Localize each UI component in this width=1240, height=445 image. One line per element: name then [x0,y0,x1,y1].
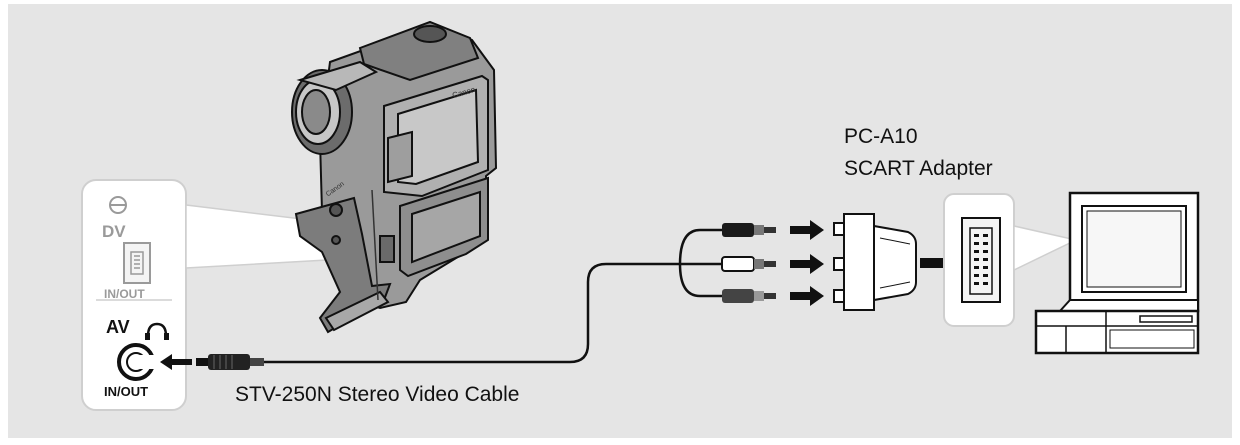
scart-socket-callout [943,193,1079,327]
rca-plug-bottom-icon [722,289,776,303]
rca-plug-middle-icon [721,256,776,272]
adapter-model-label: PC-A10 [844,125,918,148]
av-inout-label: IN/OUT [104,384,149,399]
av-terminal-label: AV [106,317,130,337]
arrow-into-av-jack-icon [160,354,192,370]
mini-plug-icon [196,354,264,370]
dv-inout-label: IN/OUT [104,287,145,301]
rca-plug-top-icon [722,223,776,237]
dv-port-icon [123,242,151,284]
arrow-to-adapter-icons [790,220,824,306]
dv-terminal-label: DV [102,222,126,241]
scart-pins [974,234,988,285]
adapter-name-label: SCART Adapter [844,157,993,180]
dv-symbol-icon [109,196,127,214]
av-jack-icon [117,343,156,381]
scart-adapter [833,213,917,311]
television-icon [1034,191,1200,355]
camcorder-illustration [291,20,498,334]
headphone-icon [145,322,169,340]
cable-split [678,228,722,298]
cable-label: STV-250N Stereo Video Cable [235,383,520,406]
terminal-panel [81,179,363,411]
stereo-video-cable [264,262,680,364]
